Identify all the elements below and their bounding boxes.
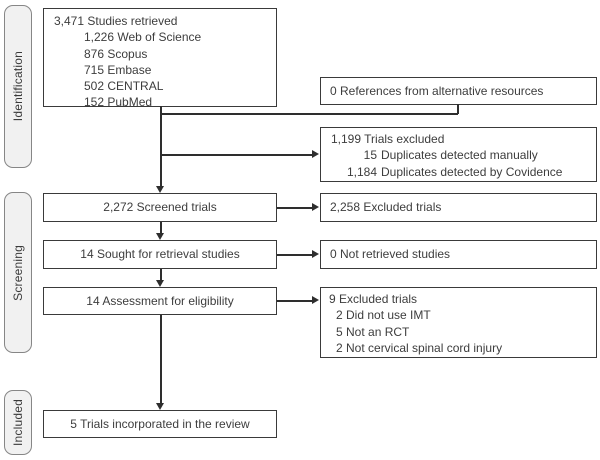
screened-trials-title: 2,272 Screened trials <box>103 200 217 215</box>
duplicates-manual-count: 15 <box>363 148 377 163</box>
stage-identification: Identification <box>4 5 32 168</box>
alternative-resources-title: 0 References from alternative resources <box>330 83 544 98</box>
box-trials-incorporated: 5 Trials incorporated in the review <box>43 410 277 438</box>
box-studies-retrieved: 3,471 Studies retrieved 1,226 Web of Sci… <box>43 8 277 110</box>
stage-included-label: Included <box>11 399 25 446</box>
duplicates-manual-row: 15 Duplicates detected manually <box>321 147 596 163</box>
connector-screened-to-excluded-line <box>277 207 313 209</box>
studies-retrieved-title: 3,471 Studies retrieved <box>54 14 178 28</box>
box-not-retrieved: 0 Not retrieved studies <box>320 240 597 269</box>
excluded-reason-cervical: 2 Not cervical spinal cord injury <box>336 340 503 355</box>
connector-retrieved-to-screened-line <box>160 106 162 187</box>
duplicates-covidence-count: 1,184 <box>346 164 377 179</box>
connector-altresources-merge-line <box>160 113 458 115</box>
duplicates-covidence-row: 1,184 Duplicates detected by Covidence <box>321 164 596 180</box>
source-scopus: 876 Scopus <box>84 46 148 61</box>
eligibility-assessment-title: 14 Assessment for eligibility <box>86 293 234 308</box>
arrowhead-into-sought <box>156 233 164 240</box>
stage-screening-label: Screening <box>11 244 25 301</box>
sought-retrieval-title: 14 Sought for retrieval studies <box>80 247 240 262</box>
connector-sought-to-notretrieved-line <box>277 254 313 256</box>
arrowhead-into-screened <box>156 186 164 193</box>
arrowhead-into-excluded-eligibility <box>312 296 319 304</box>
source-pubmed: 152 PubMed <box>84 95 153 110</box>
connector-eligibility-to-included-line <box>160 315 162 404</box>
trials-excluded-title: 1,199 Trials excluded <box>331 132 445 146</box>
not-retrieved-title: 0 Not retrieved studies <box>330 247 451 262</box>
connector-eligibility-to-excluded-line <box>277 300 313 302</box>
stage-identification-label: Identification <box>11 51 25 122</box>
excluded-trials-screening-title: 2,258 Excluded trials <box>330 200 442 215</box>
stage-screening: Screening <box>4 192 32 353</box>
duplicates-covidence-label: Duplicates detected by Covidence <box>381 164 563 179</box>
box-trials-excluded-duplicates: 1,199 Trials excluded 15 Duplicates dete… <box>320 127 597 182</box>
duplicates-manual-label: Duplicates detected manually <box>381 148 538 163</box>
box-alternative-resources: 0 References from alternative resources <box>320 77 597 105</box>
box-excluded-trials-eligibility: 9 Excluded trials 2 Did not use IMT 5 No… <box>320 287 597 358</box>
source-web-of-science: 1,226 Web of Science <box>84 30 202 45</box>
arrowhead-into-notretrieved <box>312 250 319 258</box>
excluded-eligibility-title: 9 Excluded trials <box>329 292 418 306</box>
arrowhead-into-excluded-screening <box>312 203 319 211</box>
connector-to-duplicates-excluded-line <box>160 154 313 156</box>
source-central: 502 CENTRAL <box>84 79 164 94</box>
connector-altresources-drop-line <box>457 104 459 114</box>
box-excluded-trials-screening: 2,258 Excluded trials <box>320 193 597 222</box>
source-embase: 715 Embase <box>84 62 152 77</box>
excluded-reason-rct: 5 Not an RCT <box>336 324 410 339</box>
arrowhead-into-eligibility <box>156 280 164 287</box>
stage-included: Included <box>4 390 32 455</box>
arrowhead-into-included <box>156 403 164 410</box>
box-screened-trials: 2,272 Screened trials <box>43 193 277 222</box>
connector-sought-to-eligibility-line <box>160 269 162 281</box>
trials-incorporated-title: 5 Trials incorporated in the review <box>70 416 250 431</box>
box-eligibility-assessment: 14 Assessment for eligibility <box>43 287 277 315</box>
arrowhead-into-duplicates-excluded <box>312 150 319 158</box>
excluded-reason-imt: 2 Did not use IMT <box>336 308 431 323</box>
connector-screened-to-sought-line <box>160 222 162 234</box>
box-sought-retrieval: 14 Sought for retrieval studies <box>43 240 277 269</box>
